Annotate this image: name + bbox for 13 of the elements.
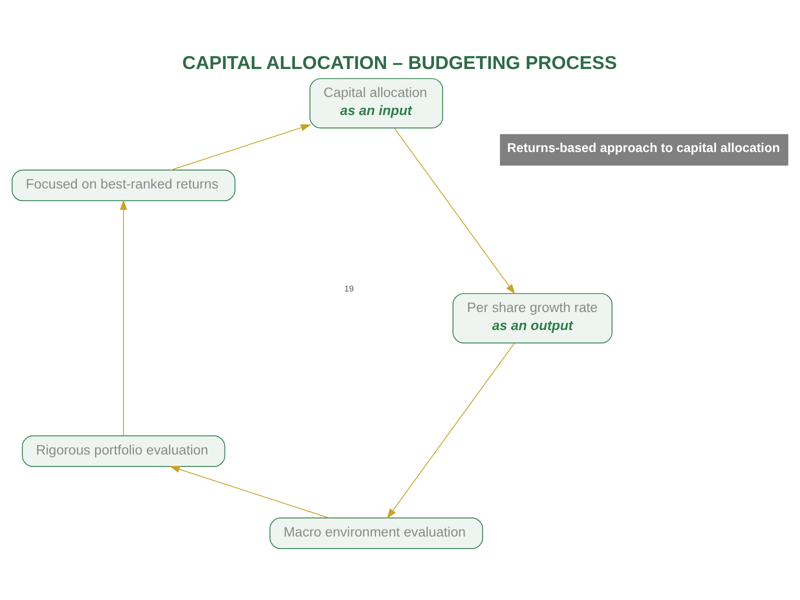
label: Returns-based approach to capital allocation bbox=[507, 140, 780, 156]
node-box: Per share growth rate as an output bbox=[452, 293, 612, 344]
node-box: Focused on best-ranked returns bbox=[12, 170, 236, 202]
diagram-title: CAPITAL ALLOCATION – BUDGETING PROCESS bbox=[182, 52, 617, 73]
arrow bbox=[386, 342, 515, 519]
node-box: Capital allocation as an input bbox=[310, 78, 444, 128]
arrow bbox=[170, 466, 330, 518]
node-box: Macro environment evaluation bbox=[270, 518, 484, 550]
arrow bbox=[170, 124, 311, 170]
node-box: Rigorous portfolio evaluation bbox=[22, 435, 226, 467]
label: 19 bbox=[344, 283, 354, 294]
arrow bbox=[394, 128, 516, 294]
arrow bbox=[120, 200, 128, 436]
